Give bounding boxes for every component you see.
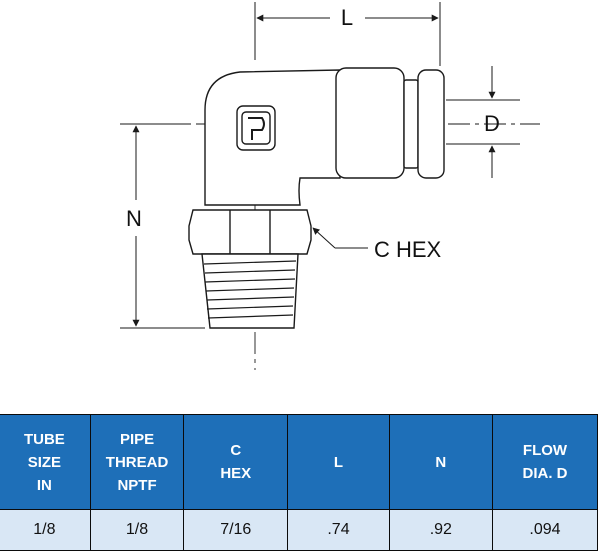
c-hex-leader (312, 227, 368, 249)
hex-nut (188, 209, 312, 255)
table-row: 1/8 1/8 7/16 .74 .92 .094 (0, 509, 599, 551)
header-n: N (388, 414, 493, 510)
cell-flow-dia: .094 (491, 509, 599, 551)
cell-c-hex: 7/16 (183, 509, 289, 551)
threaded-pipe (201, 253, 299, 329)
header-tube-size: TUBE SIZE IN (0, 414, 91, 510)
dimension-d (446, 66, 520, 178)
cell-tube-size: 1/8 (0, 509, 91, 551)
cell-n: .92 (388, 509, 493, 551)
spec-table: TUBE SIZE IN PIPE THREAD NPTF C HEX L N … (0, 414, 599, 551)
label-d: D (484, 111, 500, 136)
header-l: L (287, 414, 390, 510)
label-n: N (126, 206, 142, 231)
cell-l: .74 (287, 509, 390, 551)
table-header-row: TUBE SIZE IN PIPE THREAD NPTF C HEX L N … (0, 414, 599, 510)
header-c-hex: C HEX (183, 414, 289, 510)
dimension-l (254, 2, 441, 66)
header-flow-dia: FLOW DIA. D (491, 414, 599, 510)
label-l: L (341, 5, 353, 30)
logo-mark (236, 105, 276, 151)
header-pipe-thread: PIPE THREAD NPTF (89, 414, 185, 510)
fitting-dimension-drawing: L D N C HEX (120, 2, 540, 370)
cell-pipe-thread: 1/8 (89, 509, 185, 551)
elbow-body (204, 67, 445, 206)
label-c-hex: C HEX (374, 237, 442, 262)
